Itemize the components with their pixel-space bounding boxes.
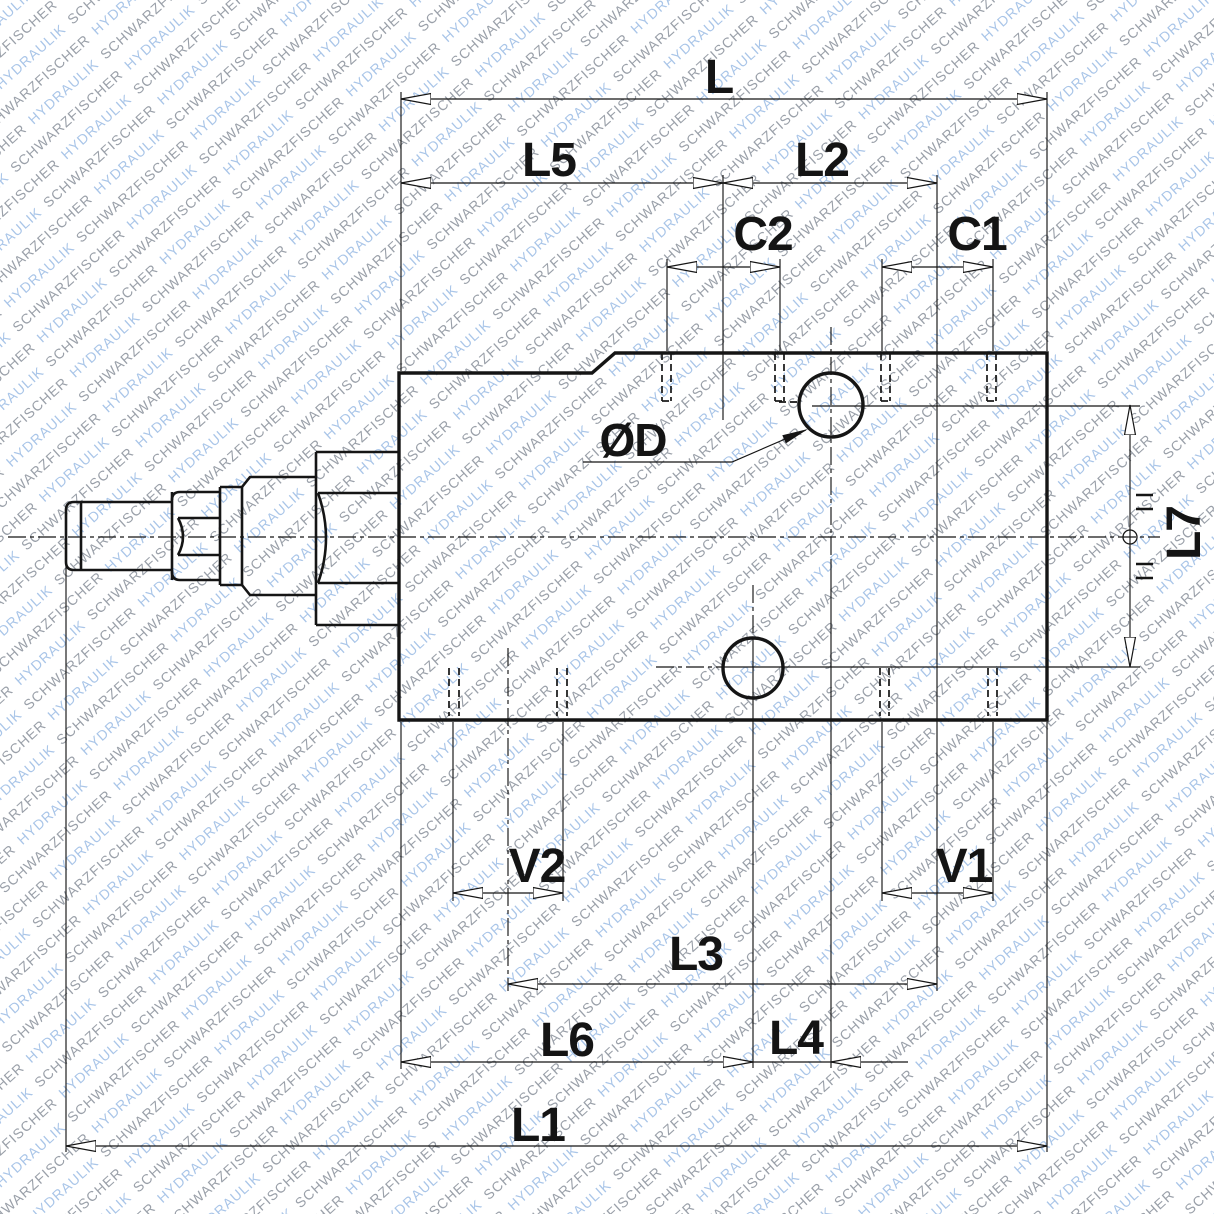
l7-symmetry-marks: [1122, 493, 1153, 580]
dimension-lines: [66, 99, 1130, 1146]
port-circle-bottom: [721, 636, 785, 700]
dim-label-V1: V1: [936, 840, 993, 893]
dim-label-V2: V2: [509, 840, 566, 893]
dim-label-L1: L1: [511, 1099, 565, 1152]
diameter-leader: [583, 429, 808, 463]
dimension-labels: L L5 L2 C2 C1 ØD L7 V2 V1 L3 L6 L4 L1: [509, 51, 1211, 1152]
dim-label-L5: L5: [522, 134, 576, 187]
dim-label-C2: C2: [733, 208, 792, 261]
dim-label-L: L: [705, 51, 733, 104]
center-point-marker: [1122, 529, 1138, 545]
extension-lines: [65, 92, 1140, 1152]
valve-body-outline: [397, 351, 1049, 722]
dim-label-L7: L7: [1158, 506, 1211, 560]
valve-cartridge: [64, 450, 399, 627]
dim-label-L6: L6: [540, 1014, 594, 1067]
port-circle-top: [797, 371, 865, 439]
dim-label-C1: C1: [947, 208, 1007, 261]
hidden-hole-lines: [448, 353, 998, 716]
center-lines: [8, 327, 1160, 991]
dim-label-diameter: ØD: [600, 414, 667, 466]
dim-label-L4: L4: [769, 1012, 824, 1065]
dim-label-L3: L3: [669, 928, 723, 981]
dim-label-L2: L2: [795, 134, 849, 187]
leader-arrowhead: [782, 429, 808, 444]
